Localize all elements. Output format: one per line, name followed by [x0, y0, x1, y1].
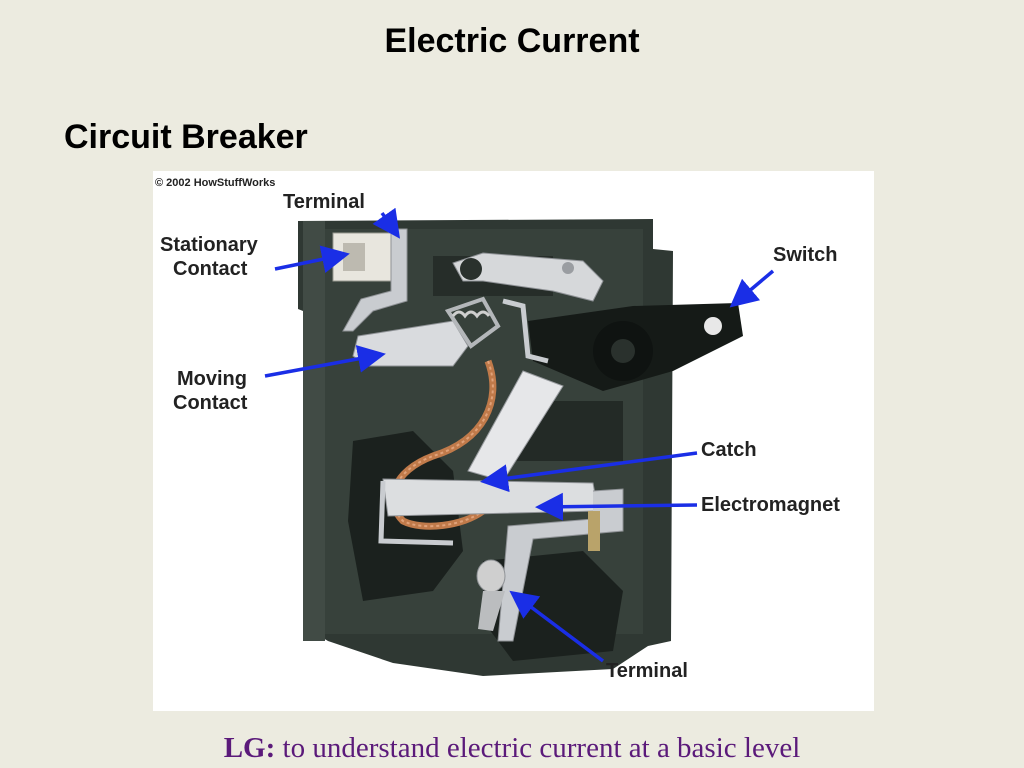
arrow-moving-contact — [264, 345, 386, 378]
switch-handle-part — [452, 252, 743, 391]
arrow-terminal-top — [372, 207, 401, 239]
bottom-terminal-part — [476, 559, 506, 631]
label-stationary-contact-line1: Stationary — [160, 234, 259, 256]
arrow-electromagnet — [535, 492, 698, 521]
learning-goal-text: to understand electric current at a basi… — [275, 732, 801, 764]
label-moving-contact-line2: Contact — [173, 392, 248, 414]
learning-goal-label: LG: — [223, 732, 276, 764]
arrow-switch — [729, 269, 775, 308]
slide-subtitle: Circuit Breaker — [64, 118, 308, 156]
label-terminal-bottom: Terminal — [606, 660, 688, 682]
circuit-breaker-diagram: © 2002 HowStuffWorks — [155, 177, 840, 682]
learning-goal: LG: to understand electric current at a … — [0, 732, 1024, 765]
arrow-catch — [480, 451, 698, 493]
label-catch: Catch — [701, 439, 757, 461]
arrow-stationary-contact — [274, 245, 350, 273]
circuit-breaker-figure: © 2002 HowStuffWorks — [153, 171, 874, 711]
label-electromagnet: Electromagnet — [701, 494, 840, 516]
arrow-terminal-bottom — [509, 590, 605, 663]
copyright-credit: © 2002 HowStuffWorks — [155, 177, 275, 189]
callout-arrows — [264, 207, 775, 663]
label-stationary-contact-line2: Contact — [173, 258, 248, 280]
slide-title: Electric Current — [384, 22, 640, 60]
label-moving-contact-line1: Moving — [177, 368, 247, 390]
label-terminal-top: Terminal — [283, 191, 365, 213]
label-switch: Switch — [773, 244, 837, 266]
